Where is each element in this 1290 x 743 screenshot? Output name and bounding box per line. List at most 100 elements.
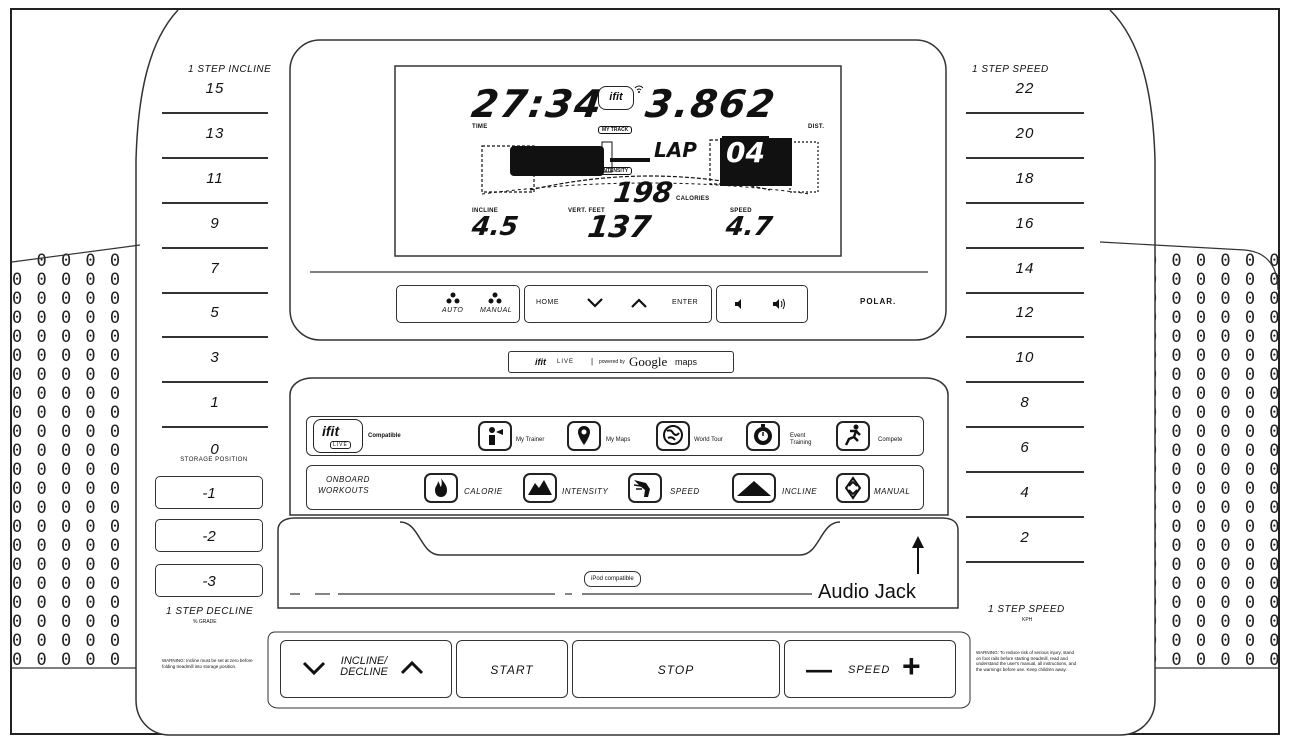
incline-step-8[interactable]: 0 (162, 439, 268, 461)
onboard-title-line2: WORKOUTS (318, 486, 370, 495)
start-button[interactable]: START (456, 640, 568, 698)
my-maps-button[interactable] (567, 421, 601, 451)
volume-down-icon[interactable] (734, 298, 744, 310)
speed-step-value: 12 (1015, 304, 1035, 321)
compete-label: Compete (878, 437, 903, 443)
divider (966, 112, 1084, 114)
incline-step-2[interactable]: 11 (162, 168, 268, 204)
fan-auto-icon[interactable] (446, 292, 460, 304)
calories-readout: 198 (611, 176, 675, 209)
speed-step-8[interactable]: 6 (966, 437, 1084, 473)
speed-step-1[interactable]: 20 (966, 123, 1084, 159)
divider (162, 112, 268, 114)
divider (966, 561, 1084, 563)
polar-logo: POLAR. (860, 297, 897, 306)
speed-step-5[interactable]: 12 (966, 302, 1084, 338)
warning-right-text: WARNING: To reduce risk of serious injur… (976, 650, 1077, 672)
incline-down-chevron-icon[interactable] (302, 660, 326, 676)
incline-step-3[interactable]: 9 (162, 213, 268, 249)
intensity-workout-button[interactable] (523, 473, 557, 503)
divider (966, 516, 1084, 518)
speed-step-value: 6 (1020, 439, 1030, 456)
speed-step-4[interactable]: 14 (966, 258, 1084, 294)
decline-step-1[interactable]: -2 (155, 519, 263, 552)
fan-auto-label: AUTO (442, 307, 464, 314)
speed-step-3[interactable]: 16 (966, 213, 1084, 249)
intensity-label: INTENSITY (598, 167, 633, 175)
incline-step-5[interactable]: 5 (162, 302, 268, 338)
globe-icon (663, 425, 683, 445)
winged-foot-icon (633, 480, 650, 497)
speed-workout-button[interactable] (628, 473, 662, 503)
speed-step-0[interactable]: 22 (966, 78, 1084, 114)
incline-step-value: 7 (210, 260, 220, 277)
home-button[interactable]: HOME (536, 299, 559, 306)
incline-decline-label: INCLINE/ DECLINE (332, 656, 396, 678)
speed-step-value: 2 (1020, 529, 1030, 546)
divider (966, 426, 1084, 428)
incline-step-4[interactable]: 7 (162, 258, 268, 294)
my-track-label: MY TRACK (598, 126, 633, 134)
volume-up-icon[interactable] (772, 297, 788, 311)
incline-step-1[interactable]: 13 (162, 123, 268, 159)
fan-manual-label: MANUAL (480, 307, 513, 314)
event-training-button[interactable] (746, 421, 780, 451)
divider (966, 292, 1084, 294)
map-pin-icon (578, 426, 590, 445)
banner-divider: | (591, 357, 594, 366)
incline-step-value: 5 (210, 304, 220, 321)
incline-step-7[interactable]: 1 (162, 392, 268, 428)
distance-label: DIST. (808, 124, 825, 130)
speed-step-7[interactable]: 8 (966, 392, 1084, 428)
incline-workout-button[interactable] (732, 473, 776, 503)
incline-key-line1: INCLINE/ (340, 655, 388, 667)
volume-keys (716, 285, 808, 323)
incline-step-6[interactable]: 3 (162, 347, 268, 383)
stopwatch-icon (754, 424, 772, 445)
speed-minus-button[interactable]: — (806, 654, 832, 684)
divider (162, 157, 268, 159)
ifit-row-ifit: ifit (322, 423, 340, 439)
incline-step-value: 3 (210, 349, 220, 366)
speed-plus-button[interactable]: + (902, 648, 921, 684)
speed-step-9[interactable]: 4 (966, 482, 1084, 518)
incline-step-0[interactable]: 15 (162, 78, 268, 114)
decline-step-0[interactable]: -1 (155, 476, 263, 509)
speed-step-6[interactable]: 10 (966, 347, 1084, 383)
distance-readout: 3.862 (642, 82, 780, 126)
chevron-down-icon[interactable] (586, 297, 604, 309)
time-readout: 27:34 (468, 82, 607, 126)
divider (966, 381, 1084, 383)
divider (162, 381, 268, 383)
ifit-live-banner: ifit LIVE | powered by Google maps (508, 351, 734, 373)
speed-label: SPEED (730, 208, 752, 214)
chevron-up-icon[interactable] (630, 297, 648, 309)
divider (162, 426, 268, 428)
onboard-workouts-row (306, 465, 924, 510)
speed-step-2[interactable]: 18 (966, 168, 1084, 204)
speed-scale-title: 1 STEP SPEED (972, 64, 1049, 75)
enter-button[interactable]: ENTER (672, 299, 699, 306)
decline-scale-subtitle: % GRADE (193, 619, 217, 625)
decline-step-2[interactable]: -3 (155, 564, 263, 597)
incline-step-value: 0 (210, 441, 220, 458)
ifit-live-logo: ifit LIVE (313, 419, 363, 453)
my-trainer-button[interactable] (478, 421, 512, 451)
up-down-icon (844, 476, 862, 500)
calorie-workout-button[interactable] (424, 473, 458, 503)
banner-google: Google (629, 354, 668, 369)
incline-step-value: 11 (206, 170, 224, 187)
ifit-compatible-label: Compatible (368, 433, 401, 439)
divider (162, 202, 268, 204)
banner-powered: powered by (599, 359, 625, 365)
incline-up-chevron-icon[interactable] (400, 660, 424, 676)
banner-maps: maps (675, 357, 698, 367)
manual-workout-button[interactable] (836, 473, 870, 503)
world-tour-button[interactable] (656, 421, 690, 451)
speed-step-10[interactable]: 2 (966, 527, 1084, 563)
fan-manual-icon[interactable] (488, 292, 502, 304)
stop-button[interactable]: STOP (572, 640, 780, 698)
compete-button[interactable] (836, 421, 870, 451)
speed-step-value: 20 (1015, 125, 1035, 142)
lcd-ifit-logo: ifit (598, 86, 634, 110)
